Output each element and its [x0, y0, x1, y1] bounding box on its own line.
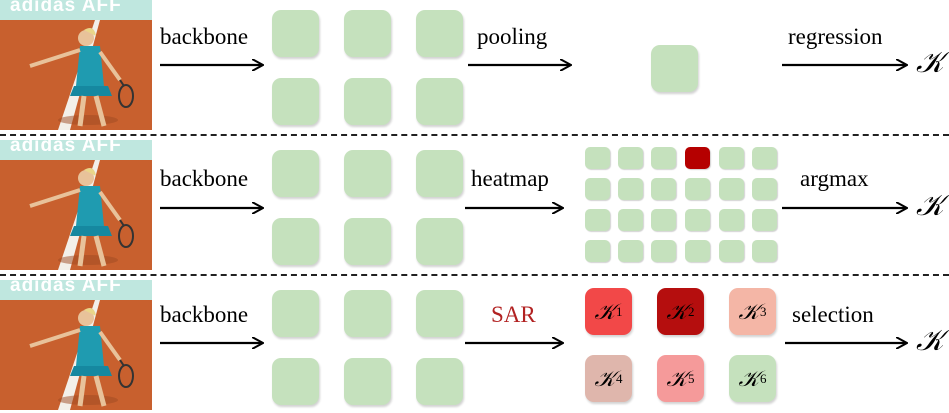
backbone-label-row-2: backbone — [160, 166, 249, 191]
sar-label: SAR — [491, 302, 536, 327]
heatmap-cell — [685, 209, 710, 231]
heatmap-cell — [651, 147, 676, 169]
candidate-k1-index: 1 — [615, 303, 623, 319]
heatmap-cell — [719, 178, 744, 200]
tennis-player-illustration — [0, 140, 152, 270]
feature-cell — [272, 78, 319, 125]
heatmap-cell — [752, 147, 777, 169]
feature-cell — [416, 150, 463, 197]
heatmap-cell — [719, 209, 744, 231]
output-k-row-2: 𝒦 — [916, 189, 944, 222]
heatmap-cell — [585, 178, 610, 200]
candidate-k1-symbol: 𝒦 — [594, 298, 615, 324]
heatmap-cell — [618, 240, 643, 262]
heatmap-cell — [585, 209, 610, 231]
feature-cell — [272, 358, 319, 405]
feature-cell — [416, 78, 463, 125]
heatmap-cell — [752, 240, 777, 262]
heatmap-cell — [719, 240, 744, 262]
feature-cell — [344, 10, 391, 57]
heatmap-cell — [618, 147, 643, 169]
heatmap-cell — [618, 209, 643, 231]
row-divider-1 — [0, 134, 949, 136]
candidate-k3-index: 3 — [759, 303, 767, 319]
tennis-photo-row-3: adidas AFF — [0, 280, 152, 410]
heatmap-cell — [719, 147, 744, 169]
photo-banner-text: adidas AFF — [10, 0, 122, 16]
photo-banner-text: adidas AFF — [10, 140, 122, 156]
feature-cell — [344, 358, 391, 405]
pooling-label: pooling — [477, 24, 548, 49]
selection-label: selection — [792, 302, 874, 327]
heatmap-cell — [685, 240, 710, 262]
heatmap-cell — [585, 240, 610, 262]
tennis-photo-row-1: adidas AFF — [0, 0, 152, 130]
heatmap-cell — [752, 178, 777, 200]
feature-cell — [344, 290, 391, 337]
candidate-k6-symbol: 𝒦 — [738, 365, 759, 391]
pooled-feature — [651, 45, 698, 92]
heatmap-cell — [651, 178, 676, 200]
heatmap-cell — [685, 178, 710, 200]
heatmap-cell — [651, 240, 676, 262]
photo-banner-text: adidas AFF — [10, 280, 122, 296]
heatmap-cell — [585, 147, 610, 169]
feature-cell — [272, 218, 319, 265]
heatmap-label: heatmap — [471, 166, 549, 191]
candidate-k2-index: 2 — [687, 303, 695, 319]
candidate-k5-symbol: 𝒦 — [666, 365, 687, 391]
argmax-label: argmax — [800, 166, 869, 191]
heatmap-cell — [752, 209, 777, 231]
candidate-k6-index: 6 — [759, 370, 767, 386]
candidate-k2-symbol: 𝒦 — [666, 298, 687, 324]
tennis-player-illustration — [0, 280, 152, 410]
candidate-k4-index: 4 — [615, 370, 623, 386]
tennis-photo-row-2: adidas AFF — [0, 140, 152, 270]
feature-cell — [272, 150, 319, 197]
feature-cell — [416, 290, 463, 337]
feature-cell — [272, 290, 319, 337]
candidate-k3-symbol: 𝒦 — [738, 298, 759, 324]
feature-cell — [344, 150, 391, 197]
tennis-player-illustration — [0, 0, 152, 130]
feature-cell — [416, 218, 463, 265]
feature-cell — [416, 10, 463, 57]
heatmap-cell — [618, 178, 643, 200]
output-k-row-1: 𝒦 — [916, 46, 944, 79]
feature-cell — [344, 218, 391, 265]
regression-label: regression — [788, 24, 883, 49]
heatmap-cell — [651, 209, 676, 231]
candidate-k5-index: 5 — [687, 370, 695, 386]
feature-cell — [344, 78, 391, 125]
candidate-k4-symbol: 𝒦 — [594, 365, 615, 391]
feature-cell — [272, 10, 319, 57]
backbone-label-row-3: backbone — [160, 302, 249, 327]
backbone-label-row-1: backbone — [160, 24, 249, 49]
row-divider-2 — [0, 274, 949, 276]
feature-cell — [416, 358, 463, 405]
heatmap-peak-cell — [685, 147, 710, 169]
output-k-row-3: 𝒦 — [916, 324, 944, 357]
